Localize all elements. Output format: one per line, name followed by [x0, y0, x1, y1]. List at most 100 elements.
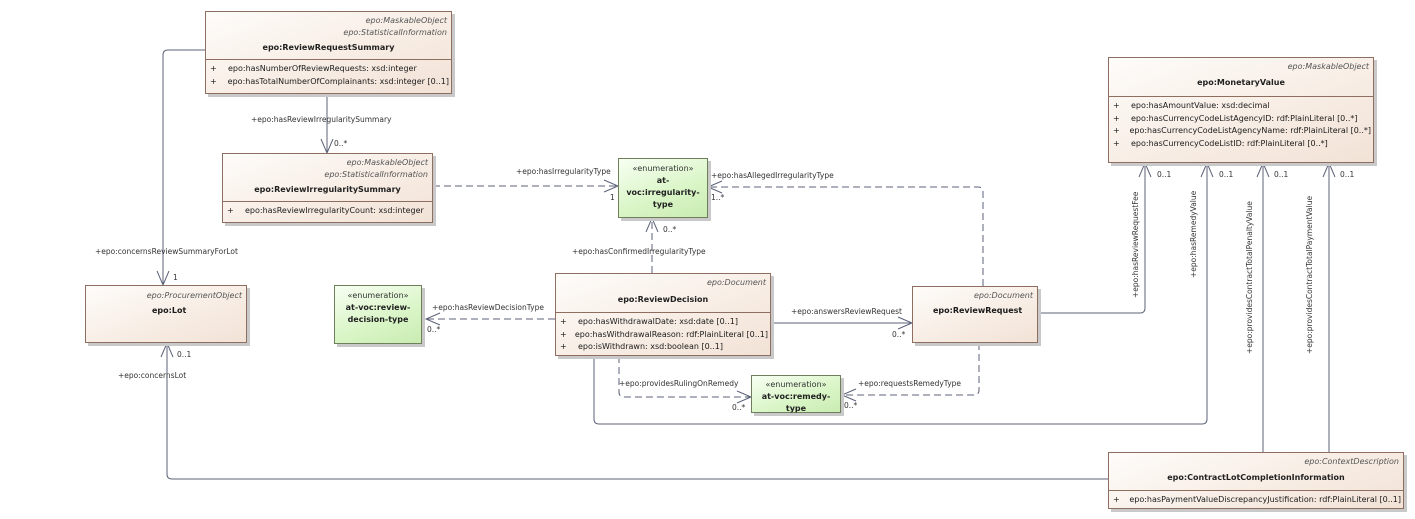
class-monetary-value[interactable]: epo:MaskableObject epo:MonetaryValue +ep…: [1108, 57, 1374, 163]
arrowhead-open-icon: [840, 388, 857, 402]
attribute-text: epo:isWithdrawn: xsd:boolean [0..1]: [578, 342, 723, 351]
enum-name-line: at-voc:remedy-type: [761, 392, 831, 413]
enum-review-decision-type[interactable]: «enumeration» at-voc:review- decision-ty…: [334, 285, 422, 344]
arrowhead-open-icon: [1256, 161, 1270, 178]
class-lot[interactable]: epo:ProcurementObject epo:Lot: [85, 285, 247, 343]
connector-has-alleged-irregularity-type[interactable]: [708, 186, 984, 286]
class-name: epo:MonetaryValue: [1197, 78, 1285, 87]
class-review-irregularity-summary[interactable]: epo:MaskableObject epo:StatisticalInform…: [222, 153, 433, 223]
role-label-vertical: +epo:hasRemedyValue: [1189, 190, 1198, 278]
multiplicity-label: 0..*: [892, 330, 906, 339]
enum-name-line: decision-type: [347, 315, 409, 324]
visibility-marker: +: [1113, 495, 1120, 504]
attribute-row[interactable]: +epo:hasCurrencyCodeListID: rdf:PlainLit…: [1111, 138, 1371, 151]
role-label: +epo:answersReviewRequest: [791, 307, 902, 316]
visibility-marker: +: [1113, 113, 1120, 123]
stereotype-label: epo:StatisticalInformation: [324, 170, 428, 179]
connector-requests-remedy-type[interactable]: [842, 343, 980, 396]
attribute-compartment: +epo:hasReviewIrregularityCount: xsd:int…: [223, 201, 432, 220]
multiplicity-label: 0..1: [1157, 170, 1172, 179]
enum-stereotype: «enumeration»: [632, 164, 694, 173]
connector-concerns-review-summary-for-lot[interactable]: [162, 49, 205, 285]
arrowhead-open-icon: [1138, 161, 1152, 178]
role-label: +epo:providesRulingOnRemedy: [619, 379, 739, 388]
attribute-compartment: +epo:hasWithdrawalDate: xsd:date [0..1] …: [556, 312, 770, 356]
role-label: +epo:concernsLot: [118, 371, 187, 380]
multiplicity-label: 0..1: [1274, 170, 1289, 179]
role-label: +epo:hasReviewDecisionType: [432, 303, 544, 312]
class-name: epo:ReviewRequestSummary: [262, 43, 395, 52]
enum-remedy-type[interactable]: «enumeration» at-voc:remedy-type: [751, 375, 841, 413]
attribute-row[interactable]: + epo:hasPaymentValueDiscrepancyJustifica…: [1111, 494, 1401, 507]
visibility-marker: +: [560, 317, 567, 326]
stereotype-label: epo:StatisticalInformation: [343, 28, 447, 37]
class-name: epo:ReviewDecision: [617, 295, 709, 304]
multiplicity-label: 1..*: [711, 193, 725, 202]
attribute-compartment: + epo:hasPaymentValueDiscrepancyJustifica…: [1109, 490, 1403, 509]
connector-has-review-request-fee[interactable]: [1039, 163, 1146, 314]
visibility-marker: +: [560, 342, 567, 351]
stereotype-label: epo:MaskableObject: [346, 158, 428, 167]
role-label: +epo:concernsReviewSummaryForLot: [95, 247, 238, 256]
role-label: +epo:hasIrregularityType: [516, 167, 611, 176]
attribute-row[interactable]: + epo:hasCurrencyCodeListAgencyID: rdf:Pl…: [1111, 113, 1371, 126]
attribute-row[interactable]: +epo:hasAmountValue: xsd:decimal: [1111, 100, 1371, 113]
attribute-text: epo:hasWithdrawalDate: xsd:date [0..1]: [578, 317, 738, 326]
stereotype-label: epo:Document: [973, 291, 1033, 300]
attribute-text: epo:hasCurrencyCodeListAgencyID: rdf:Pla…: [1131, 113, 1358, 123]
role-label: +epo:requestsRemedyType: [858, 379, 962, 388]
role-label: +epo:hasAllegedIrregularityType: [711, 171, 834, 180]
connector-concerns-lot[interactable]: [166, 343, 1108, 480]
multiplicity-label: 1: [610, 193, 615, 202]
class-name: epo:Lot: [152, 306, 187, 315]
class-contract-lot-completion-information[interactable]: epo:ContextDescription epo:ContractLotCo…: [1108, 452, 1404, 509]
class-review-request-summary[interactable]: epo:MaskableObject epo:StatisticalInform…: [205, 11, 452, 94]
visibility-marker: +: [1113, 126, 1120, 135]
arrowhead-open-icon: [645, 216, 659, 233]
class-name: epo:ContractLotCompletionInformation: [1167, 473, 1345, 482]
attribute-row[interactable]: + epo:hasTotalNumberOfComplainants: xsd:i…: [208, 76, 449, 89]
connector-provides-ruling-on-remedy[interactable]: [618, 356, 751, 398]
attribute-text: epo:hasTotalNumberOfComplainants: xsd:in…: [227, 76, 449, 86]
enum-irregularity-type[interactable]: «enumeration» at-voc:irregularity- type: [618, 158, 708, 218]
stereotype-label: epo:Document: [706, 278, 766, 287]
enum-stereotype: «enumeration»: [765, 380, 827, 389]
arrowhead-open-icon: [1200, 161, 1214, 178]
class-review-decision[interactable]: epo:Document epo:ReviewDecision +epo:has…: [555, 273, 771, 356]
multiplicity-label: 1: [173, 273, 178, 282]
attribute-compartment: + epo:hasNumberOfReviewRequests: xsd:inte…: [206, 59, 451, 90]
arrowhead-open-icon: [160, 341, 174, 358]
enum-name-line: at-voc:review-: [345, 303, 411, 312]
attribute-text: epo:hasAmountValue: xsd:decimal: [1131, 101, 1270, 110]
visibility-marker: +: [210, 76, 217, 86]
arrowhead-open-icon: [706, 180, 723, 194]
visibility-marker: +: [227, 206, 234, 215]
attribute-text: epo:hasPaymentValueDiscrepancyJustificat…: [1129, 495, 1401, 504]
attribute-row[interactable]: + epo:hasNumberOfReviewRequests: xsd:inte…: [208, 63, 449, 76]
role-label-vertical: +epo:providesContractTotalPaymentValue: [1305, 195, 1314, 354]
class-review-request[interactable]: epo:Document epo:ReviewRequest: [912, 286, 1038, 343]
multiplicity-label: 0..*: [427, 325, 441, 334]
attribute-compartment: +epo:hasAmountValue: xsd:decimal +epo:ha…: [1109, 96, 1373, 152]
visibility-marker: +: [1113, 138, 1120, 148]
connector-has-remedy-value[interactable]: [593, 163, 1208, 425]
multiplicity-label: 0..1: [1340, 170, 1355, 179]
stereotype-label: epo:MaskableObject: [1287, 62, 1369, 71]
attribute-text: epo:hasNumberOfReviewRequests: xsd:integ…: [228, 64, 417, 73]
attribute-row[interactable]: +epo:hasReviewIrregularityCount: xsd:int…: [225, 205, 430, 218]
arrowhead-open-icon: [1322, 161, 1336, 178]
multiplicity-label: 0..*: [844, 401, 858, 410]
enum-name-line: type: [652, 200, 674, 209]
attribute-row[interactable]: + epo:isWithdrawn: xsd:boolean [0..1]: [558, 341, 768, 354]
attribute-row[interactable]: + epo:hasCurrencyCodeListAgencyName: rdf:…: [1111, 125, 1371, 138]
visibility-marker: +: [210, 64, 217, 73]
stereotype-label: epo:ProcurementObject: [146, 291, 242, 300]
attribute-text: epo:hasCurrencyCodeListAgencyName: rdf:P…: [1129, 126, 1371, 135]
arrowhead-open-icon: [424, 312, 441, 326]
attribute-row[interactable]: + epo:hasWithdrawalDate: xsd:date [0..1]: [558, 316, 768, 329]
role-label: +epo:hasReviewIrregularitySummary: [251, 115, 392, 124]
role-label-vertical: +epo:providesContractTotalPenaltyValue: [1245, 201, 1254, 354]
attribute-row[interactable]: +epo:hasWithdrawalReason: rdf:PlainLiter…: [558, 329, 768, 342]
enum-name-line: at-voc:irregularity-: [626, 176, 700, 197]
